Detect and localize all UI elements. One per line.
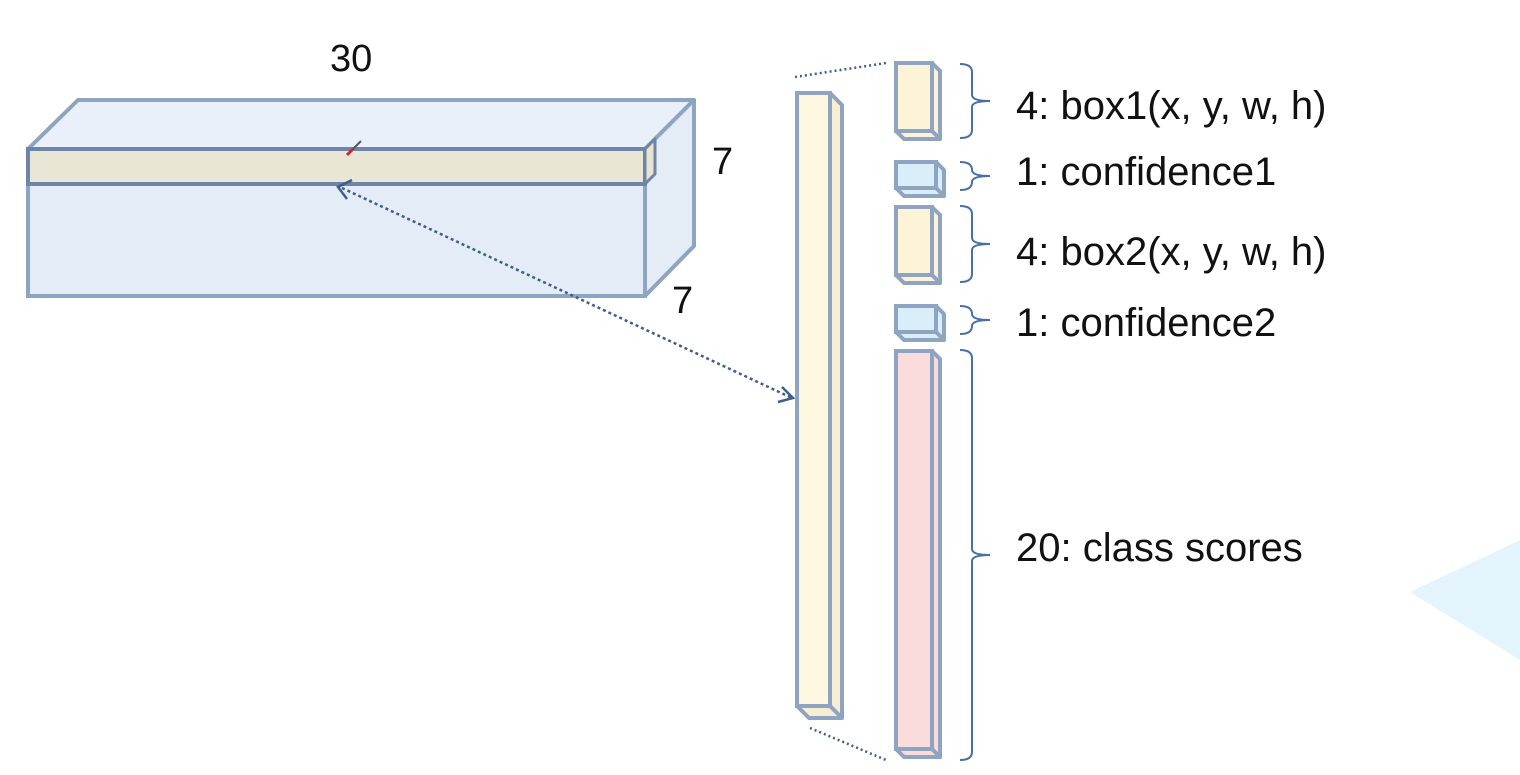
highlighted-cell-row: [26, 147, 647, 186]
vector-segments: [894, 61, 946, 759]
bracket-confidence1: [959, 161, 991, 191]
segment-brackets: [959, 63, 991, 761]
segment-block-confidence1: [894, 160, 946, 198]
arrowhead-start: [336, 178, 353, 200]
segment-block-confidence2: [894, 304, 946, 342]
segment-label-box1: 4: box1(x, y, w, h): [1016, 84, 1327, 128]
tensor-width-label-wrap: 30: [330, 40, 373, 80]
zoom-line-top: [794, 61, 887, 79]
tensor-width-label: 30: [330, 40, 373, 80]
segment-label-class-scores: 20: class scores: [1016, 526, 1303, 570]
segment-block-front: [894, 349, 934, 751]
output-tensor-block: [26, 98, 696, 298]
segment-label-confidence2: 1: confidence2: [1016, 301, 1277, 345]
background-triangle: [1410, 540, 1520, 660]
segment-block-front: [894, 160, 938, 190]
segment-block-front: [894, 304, 938, 334]
segment-label-box2: 4: box2(x, y, w, h): [1016, 230, 1327, 274]
pen-cursor-icon: [345, 140, 362, 157]
highlighted-cell-row-side: [643, 137, 657, 186]
tensor-height-label: 7: [712, 143, 734, 183]
bracket-box2: [959, 205, 991, 283]
segment-block-front: [894, 205, 934, 277]
segment-block-box2: [894, 205, 942, 285]
arrowhead-end: [777, 386, 796, 404]
segment-block-box1: [894, 61, 942, 141]
tensor-depth-label: 7: [672, 282, 694, 322]
cell-to-vector-arrow: [336, 178, 796, 404]
segment-block-front: [894, 61, 934, 133]
zoom-line-bottom: [809, 726, 887, 762]
bracket-box1: [959, 63, 991, 139]
output-vector: [795, 91, 844, 720]
segment-block-class-scores: [894, 349, 942, 759]
tensor-depth-label-wrap: 7: [672, 282, 694, 322]
segment-label-confidence1: 1: confidence1: [1016, 150, 1277, 194]
bracket-confidence2: [959, 305, 991, 335]
tensor-height-label-wrap: 7: [712, 143, 734, 183]
output-vector-front: [795, 91, 832, 708]
bracket-class-scores: [959, 349, 991, 761]
